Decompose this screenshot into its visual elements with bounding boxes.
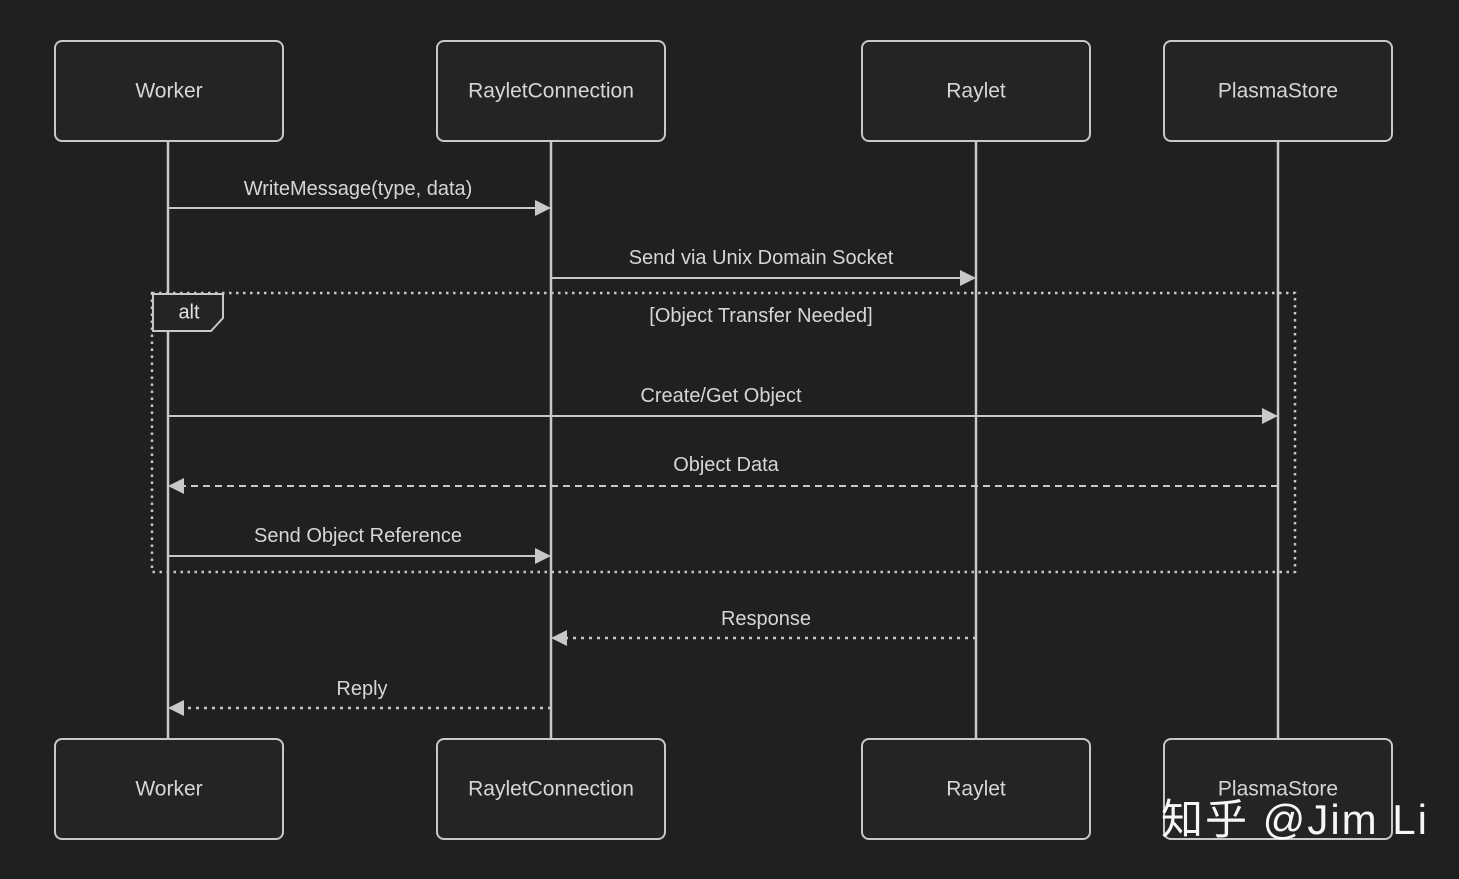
message-label: Response <box>721 608 811 630</box>
message-label: Create/Get Object <box>640 385 802 407</box>
message-object-data: Object Data <box>168 454 1278 494</box>
participant-box[interactable] <box>436 40 666 142</box>
arrowhead-right <box>535 200 551 216</box>
participant-box[interactable] <box>861 40 1091 142</box>
message-label: Send Object Reference <box>254 525 462 547</box>
lifelines <box>166 141 1280 739</box>
message-label: Object Data <box>673 454 779 476</box>
participant-label: RayletConnection <box>468 80 634 103</box>
participant-box[interactable] <box>861 738 1091 840</box>
arrowhead-left <box>168 478 184 494</box>
message-response: Response <box>551 608 976 646</box>
message-label: WriteMessage(type, data) <box>244 178 473 200</box>
participant-box[interactable] <box>1163 738 1393 840</box>
arrowhead-right <box>535 548 551 564</box>
fragment-alt-object-transfer: alt [Object Transfer Needed] <box>150 291 1297 574</box>
participant-top-plasmastore[interactable]: PlasmaStore <box>1163 40 1393 142</box>
alt-frame-border <box>150 291 1297 574</box>
participant-bottom-worker[interactable]: Worker <box>54 738 284 840</box>
participant-top-worker[interactable]: Worker <box>54 40 284 142</box>
alt-tab-label: alt <box>178 301 200 323</box>
participant-label: Raylet <box>946 80 1006 103</box>
arrowhead-left <box>168 700 184 716</box>
message-label: Send via Unix Domain Socket <box>629 247 894 269</box>
message-label: Reply <box>336 678 387 700</box>
message-reply: Reply <box>168 678 551 716</box>
participant-label: PlasmaStore <box>1218 778 1338 801</box>
participant-bottom-rayletconnection[interactable]: RayletConnection <box>436 738 666 840</box>
participants-top: Worker RayletConnection Raylet PlasmaSto… <box>54 40 1393 142</box>
participant-top-rayletconnection[interactable]: RayletConnection <box>436 40 666 142</box>
message-send-via-unix-domain-socket: Send via Unix Domain Socket <box>551 247 976 286</box>
participant-top-raylet[interactable]: Raylet <box>861 40 1091 142</box>
arrowhead-left <box>551 630 567 646</box>
arrowhead-right <box>1262 408 1278 424</box>
alt-condition-label: [Object Transfer Needed] <box>649 305 872 327</box>
arrowhead-right <box>960 270 976 286</box>
participant-bottom-plasmastore[interactable]: PlasmaStore <box>1163 738 1393 840</box>
message-writemessage: WriteMessage(type, data) <box>168 178 551 216</box>
participant-label: PlasmaStore <box>1218 80 1338 103</box>
participant-box[interactable] <box>54 40 284 142</box>
participants-bottom: Worker RayletConnection Raylet PlasmaSto… <box>54 738 1393 840</box>
participant-label: Raylet <box>946 778 1006 801</box>
participant-label: Worker <box>135 80 202 103</box>
participant-box[interactable] <box>1163 40 1393 142</box>
message-send-object-reference: Send Object Reference <box>168 525 551 564</box>
alt-tab-shape <box>152 293 224 332</box>
participant-label: RayletConnection <box>468 778 634 801</box>
participant-bottom-raylet[interactable]: Raylet <box>861 738 1091 840</box>
message-create-get-object: Create/Get Object <box>168 385 1278 424</box>
participant-label: Worker <box>135 778 202 801</box>
participant-box[interactable] <box>436 738 666 840</box>
participant-box[interactable] <box>54 738 284 840</box>
